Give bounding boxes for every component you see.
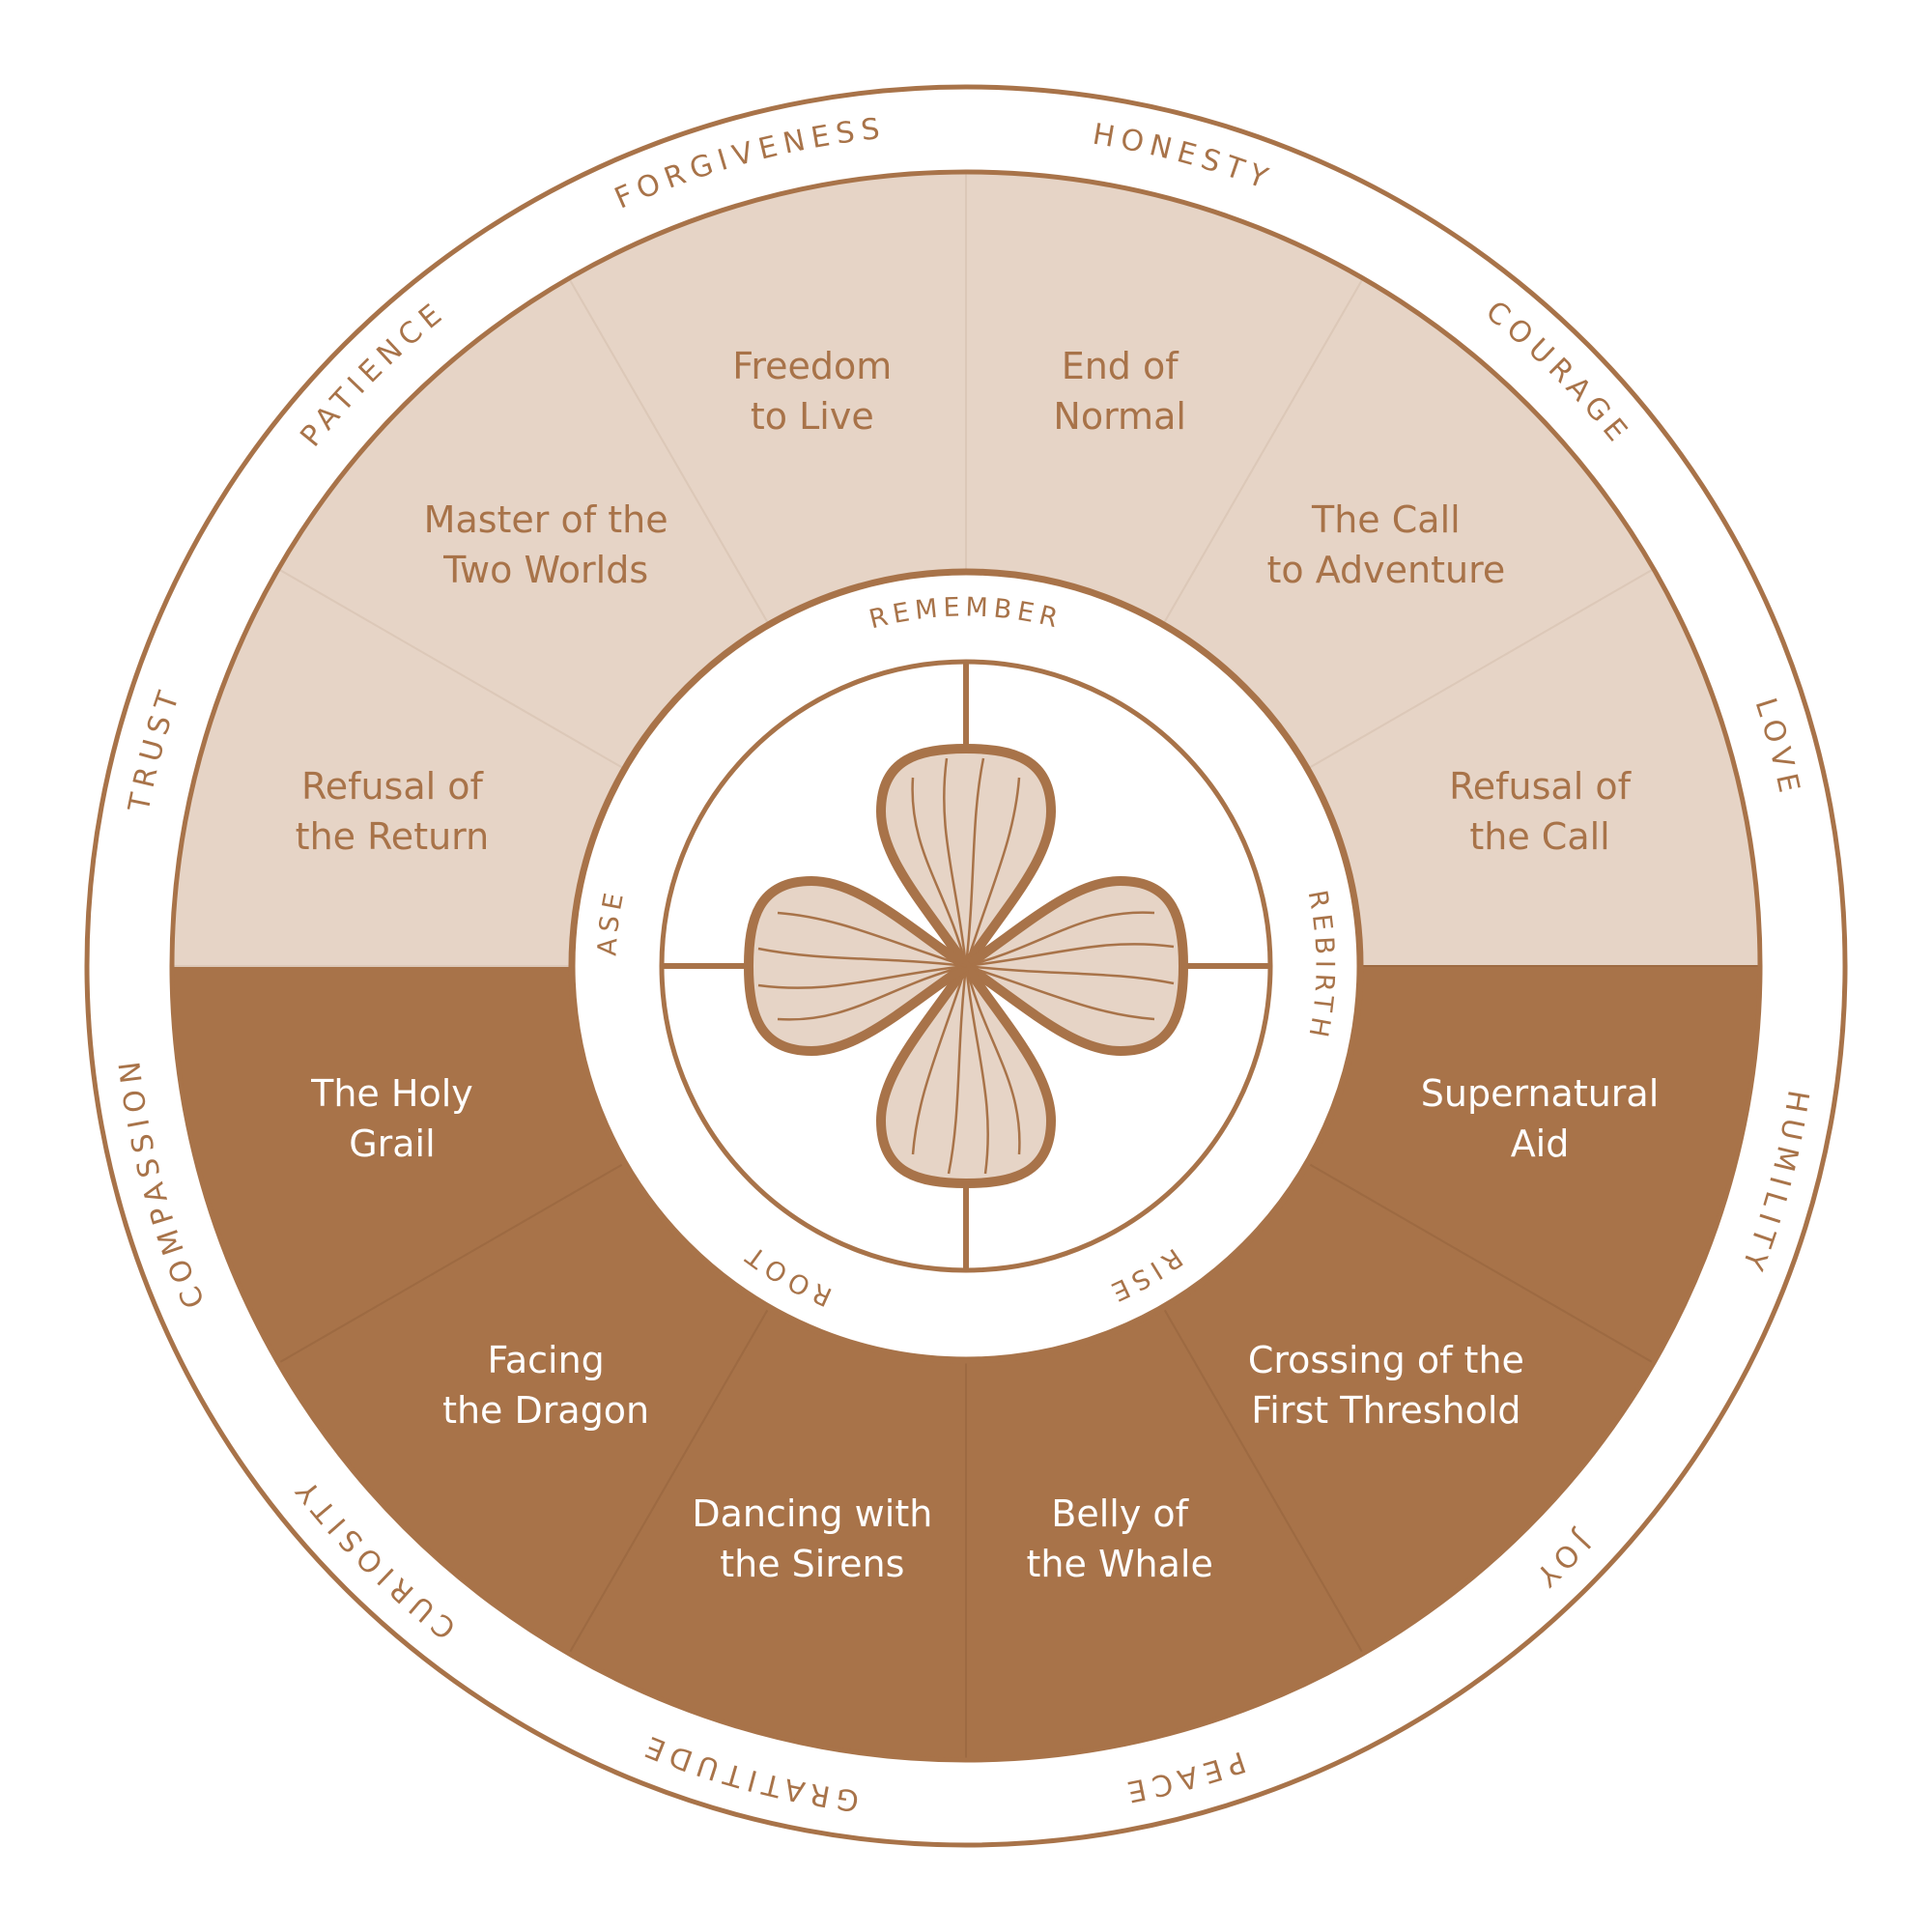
petal-shape (961, 876, 1188, 1056)
stage-label-line2: the Sirens (720, 1543, 904, 1585)
flower-petal (876, 744, 1056, 971)
stage-label-line2: the Dragon (442, 1389, 649, 1432)
petal-vein (965, 964, 1155, 1021)
stage-label-line2: to Live (751, 395, 874, 438)
stage-label: End of Normal (1053, 345, 1186, 438)
stage-label-line1: Supernatural (1421, 1072, 1659, 1115)
stage-label-line1: Belly of (1051, 1492, 1189, 1535)
stage-label-line1: Master of the (424, 498, 668, 541)
stage-label-line2: First Threshold (1251, 1389, 1520, 1432)
stage-label-line1: Facing (487, 1339, 604, 1381)
petal-vein (965, 943, 1175, 968)
stage-label-line1: The Holy (310, 1072, 473, 1115)
stage-label-line1: The Call (1311, 498, 1461, 541)
stage-label: Refusal of the Return (296, 765, 490, 858)
stage-label: Belly of the Whale (1027, 1492, 1213, 1585)
petal-vein (947, 965, 968, 1175)
petal-vein (964, 757, 985, 967)
stage-segments (169, 169, 1763, 1763)
stage-label-line1: Refusal of (301, 765, 485, 808)
stage-label: Facing the Dragon (442, 1339, 649, 1432)
stage-label-line1: End of (1062, 345, 1180, 387)
stage-label-line1: Crossing of the (1248, 1339, 1524, 1381)
petal-shape (876, 961, 1056, 1188)
flower-petal (876, 961, 1056, 1188)
stage-label-line2: the Call (1469, 815, 1609, 858)
petal-shape (876, 744, 1056, 971)
petal-vein (757, 947, 967, 968)
stage-label: Refusal of the Call (1449, 765, 1633, 858)
stage-label-line1: Dancing with (692, 1492, 932, 1535)
petal-vein (911, 965, 968, 1155)
petal-vein (964, 965, 1021, 1155)
stage-label: Dancing with the Sirens (692, 1492, 932, 1585)
petal-shape (744, 876, 971, 1056)
petal-vein (757, 964, 967, 989)
stage-label: Freedom to Live (732, 345, 892, 438)
petal-vein (911, 777, 968, 967)
petal-vein (943, 757, 968, 967)
petal-vein (965, 964, 1175, 985)
petal-vein (964, 965, 989, 1175)
four-petal-flower-icon (744, 744, 1188, 1188)
stage-label: The Call to Adventure (1266, 498, 1505, 591)
stage-label-line2: Grail (349, 1122, 435, 1165)
stage-label-line2: Two Worlds (442, 549, 648, 591)
flower-petal (961, 876, 1188, 1056)
petal-vein (964, 777, 1021, 967)
flower-petal (744, 876, 971, 1056)
petal-vein (965, 911, 1155, 968)
stage-label-line2: the Return (296, 815, 490, 858)
stage-label-line2: Normal (1053, 395, 1186, 438)
stage-label-line2: the Whale (1027, 1543, 1213, 1585)
petal-vein (777, 911, 967, 968)
stage-label-line2: Aid (1511, 1122, 1570, 1165)
stage-label-line2: to Adventure (1266, 549, 1505, 591)
segment-ring-edge (169, 169, 1763, 1763)
stage-label-line1: Refusal of (1449, 765, 1633, 808)
stage-label-line1: Freedom (732, 345, 892, 387)
petal-vein (777, 964, 967, 1021)
